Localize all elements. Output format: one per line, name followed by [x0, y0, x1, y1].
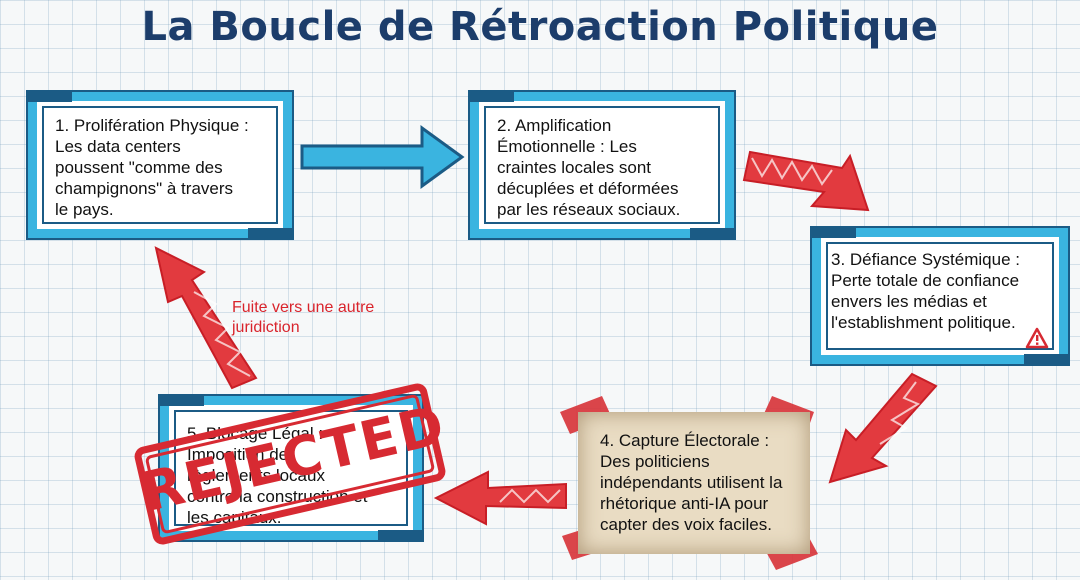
step-3-text: 3. Défiance Systémique : Perte totale de…	[831, 250, 1020, 332]
step-2-box: 2. Amplification Émotionnelle : Les crai…	[468, 90, 736, 240]
warning-icon	[1025, 327, 1049, 349]
step-5-text: 5. Blocage Légal : Imposition de règleme…	[187, 424, 368, 527]
red-arrow-3-to-4	[828, 372, 938, 484]
escape-label: Fuite vers une autre juridiction	[232, 299, 375, 336]
red-arrow-4-to-5	[433, 470, 567, 526]
red-arrow-2-to-3	[742, 150, 870, 212]
step-1-box: 1. Prolifération Physique : Les data cen…	[26, 90, 294, 240]
step-1-text: 1. Prolifération Physique : Les data cen…	[55, 116, 249, 219]
step-4-text: 4. Capture Électorale : Des politiciens …	[600, 431, 783, 534]
red-arrow-5-to-1	[154, 246, 258, 390]
blue-arrow	[300, 125, 465, 189]
step-2-text: 2. Amplification Émotionnelle : Les crai…	[497, 116, 681, 219]
step-4-box: 4. Capture Électorale : Des politiciens …	[578, 412, 810, 554]
step-3-box: 3. Défiance Systémique : Perte totale de…	[810, 226, 1070, 366]
page-title: La Boucle de Rétroaction Politique	[141, 4, 939, 50]
step-5-box: 5. Blocage Légal : Imposition de règleme…	[158, 394, 424, 542]
